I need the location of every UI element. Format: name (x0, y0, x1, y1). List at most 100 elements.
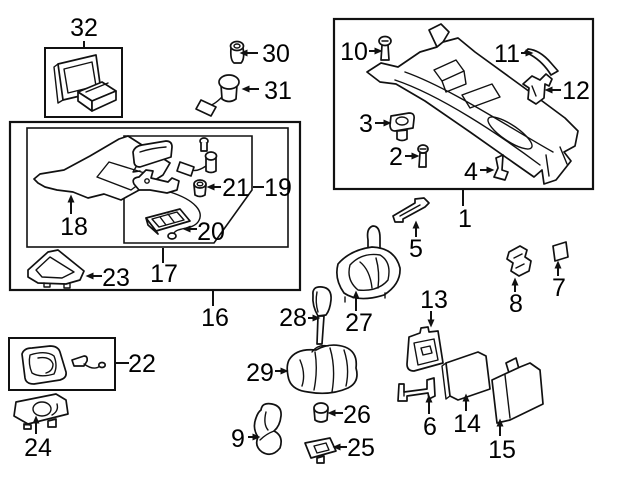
callout-label-30: 30 (262, 40, 290, 68)
part-sketch-trim-22 (21, 345, 67, 385)
part-sketch-wire-22 (71, 355, 107, 369)
callout-label-29: 29 (246, 359, 274, 387)
part-sketch-screw-small (199, 137, 209, 152)
part-sketch-corner-trim (27, 249, 85, 289)
part-sketch-lighter-element (229, 40, 245, 64)
callout-label-20: 20 (197, 218, 225, 246)
callout-label-28: 28 (279, 304, 307, 332)
callout-label-17: 17 (150, 260, 178, 288)
callout-12: 12 (544, 77, 590, 105)
callout-13: 13 (420, 286, 448, 328)
part-sketch-pad-7 (552, 241, 569, 262)
callout-label-5: 5 (409, 235, 423, 263)
part-sketch-clip-8 (506, 245, 532, 277)
callout-16: 16 (201, 291, 229, 332)
callout-label-18: 18 (60, 213, 88, 241)
callout-23: 23 (85, 264, 130, 292)
callout-24: 24 (24, 415, 52, 462)
part-sketch-bracket-12 (522, 73, 553, 105)
part-sketch-shift-boot-29 (286, 344, 358, 395)
part-sketch-shift-knob-28 (312, 286, 332, 345)
part-sketch-wiring-harness (167, 191, 201, 240)
callout-29: 29 (246, 359, 289, 387)
group-box-19 (123, 135, 253, 244)
part-sketch-module-box (77, 81, 117, 112)
callout-label-7: 7 (552, 274, 566, 302)
callout-label-2: 2 (389, 143, 403, 171)
callout-label-19: 19 (264, 174, 292, 202)
part-sketch-console-assembly (366, 23, 579, 185)
callout-10: 10 (340, 38, 383, 66)
callout-32: 32 (70, 14, 98, 48)
callout-25: 25 (332, 434, 375, 462)
callout-label-21: 21 (222, 174, 250, 202)
callout-label-31: 31 (264, 77, 292, 105)
part-sketch-bezel-25 (304, 437, 337, 464)
callout-label-14: 14 (453, 410, 481, 438)
part-sketch-storage-tray (145, 208, 191, 235)
callout-7: 7 (552, 260, 566, 302)
callout-label-3: 3 (359, 110, 373, 138)
group-box-1 (332, 17, 595, 191)
part-sketch-clip-4 (493, 154, 509, 181)
callout-label-4: 4 (464, 158, 478, 186)
part-sketch-rail-bracket-6 (397, 377, 436, 402)
callout-label-32: 32 (70, 14, 98, 42)
callout-label-8: 8 (509, 290, 523, 318)
callout-4: 4 (464, 158, 495, 186)
callout-28: 28 (279, 304, 321, 332)
callout-1: 1 (458, 190, 472, 233)
callout-11: 11 (494, 40, 534, 68)
callout-18: 18 (60, 194, 88, 241)
callout-31: 31 (241, 77, 292, 105)
callout-19: 19 (253, 174, 292, 202)
callout-17: 17 (150, 248, 178, 288)
callout-label-11: 11 (494, 40, 520, 68)
callout-label-23: 23 (102, 264, 130, 292)
callout-label-6: 6 (423, 413, 437, 441)
part-sketch-lighter-socket-inner (176, 151, 218, 177)
callout-label-25: 25 (347, 434, 375, 462)
callout-label-16: 16 (201, 304, 229, 332)
callout-3: 3 (359, 110, 392, 138)
part-sketch-bracket-5 (392, 197, 430, 223)
callout-9: 9 (231, 425, 261, 453)
part-sketch-socket-21 (193, 179, 207, 198)
group-box-17 (26, 127, 289, 248)
part-sketch-latch-bracket (132, 169, 180, 194)
part-sketch-pad-14 (441, 351, 491, 401)
callout-21: 21 (206, 174, 250, 202)
callout-15: 15 (488, 418, 516, 464)
callout-20: 20 (182, 218, 225, 246)
callout-label-22: 22 (128, 350, 156, 378)
callout-8: 8 (509, 277, 523, 318)
part-sketch-cup-plate-24 (13, 393, 69, 430)
callout-label-13: 13 (420, 286, 448, 314)
callout-label-24: 24 (24, 434, 52, 462)
part-sketch-trim-strip-11 (524, 48, 559, 76)
part-sketch-bracket-13 (406, 326, 444, 372)
callout-label-10: 10 (340, 38, 368, 66)
part-sketch-lid (132, 140, 173, 173)
part-sketch-shifter-bezel-27 (336, 225, 401, 303)
callout-label-27: 27 (345, 309, 373, 337)
group-box-16 (8, 120, 302, 292)
callout-5: 5 (409, 220, 423, 263)
callout-label-1: 1 (458, 205, 472, 233)
part-sketch-grommet-3 (389, 112, 415, 142)
callout-14: 14 (453, 393, 481, 438)
callout-2: 2 (389, 143, 420, 171)
callout-label-26: 26 (343, 401, 371, 429)
callout-label-12: 12 (562, 77, 590, 105)
part-sketch-panel-15 (491, 357, 544, 424)
callout-27: 27 (345, 290, 373, 337)
part-sketch-power-socket (195, 74, 240, 117)
part-sketch-screw-2 (417, 144, 429, 168)
part-sketch-shift-knob-9 (253, 402, 282, 456)
callout-30: 30 (239, 40, 290, 68)
part-sketch-button-26 (313, 402, 329, 423)
part-sketch-screw-10 (378, 35, 392, 61)
callout-6: 6 (423, 394, 437, 441)
